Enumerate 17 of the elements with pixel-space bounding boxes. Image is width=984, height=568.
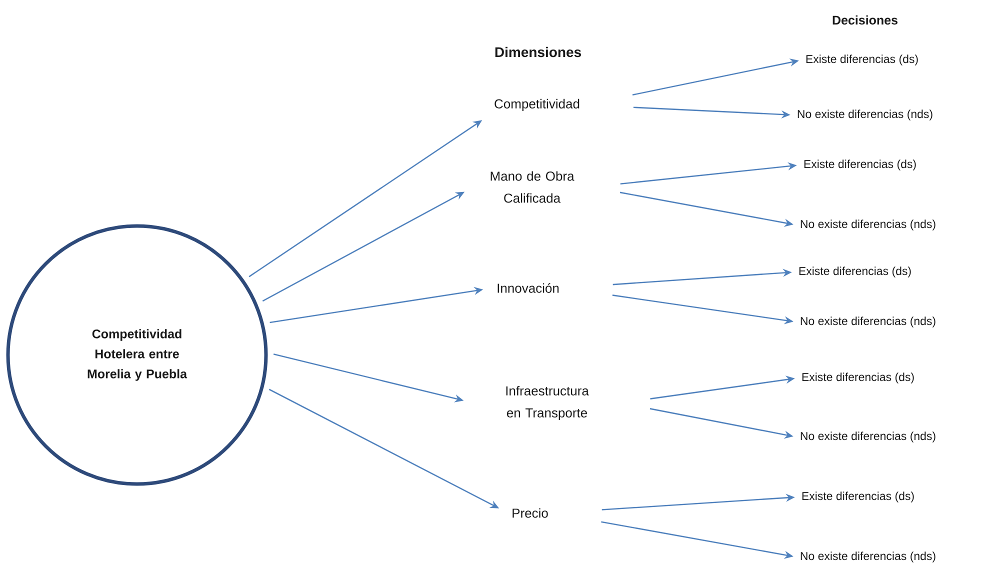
decision-label: No existe diferencias (nds) xyxy=(798,110,932,120)
decision-label: No existe diferencias (nds) xyxy=(800,432,936,442)
dimension-label: Precio xyxy=(512,508,548,518)
decision-label: No existe diferencias (nds) xyxy=(800,552,936,562)
decision-label: No existe diferencias (nds) xyxy=(800,316,936,328)
decision-label: Existe diferencias (ds) xyxy=(802,492,914,502)
dimension-label: Innovación xyxy=(498,283,559,293)
decision-label: Existe diferencias (ds) xyxy=(804,160,916,170)
decision-label: Existe diferencias (ds) xyxy=(802,372,914,384)
dimension-label: Mano de Obra Calificada xyxy=(490,171,574,203)
decision-label: Existe diferencias (ds) xyxy=(799,266,911,278)
decision-label: No existe diferencias (nds) xyxy=(800,220,936,230)
heading: Dimensiones xyxy=(495,46,581,58)
heading: Decisiones xyxy=(832,15,898,25)
decision-label: Existe diferencias (ds) xyxy=(806,54,918,66)
dimension-label: Competitividad xyxy=(494,98,580,112)
dimension-label: Infraestructura en Transporte xyxy=(506,386,589,420)
